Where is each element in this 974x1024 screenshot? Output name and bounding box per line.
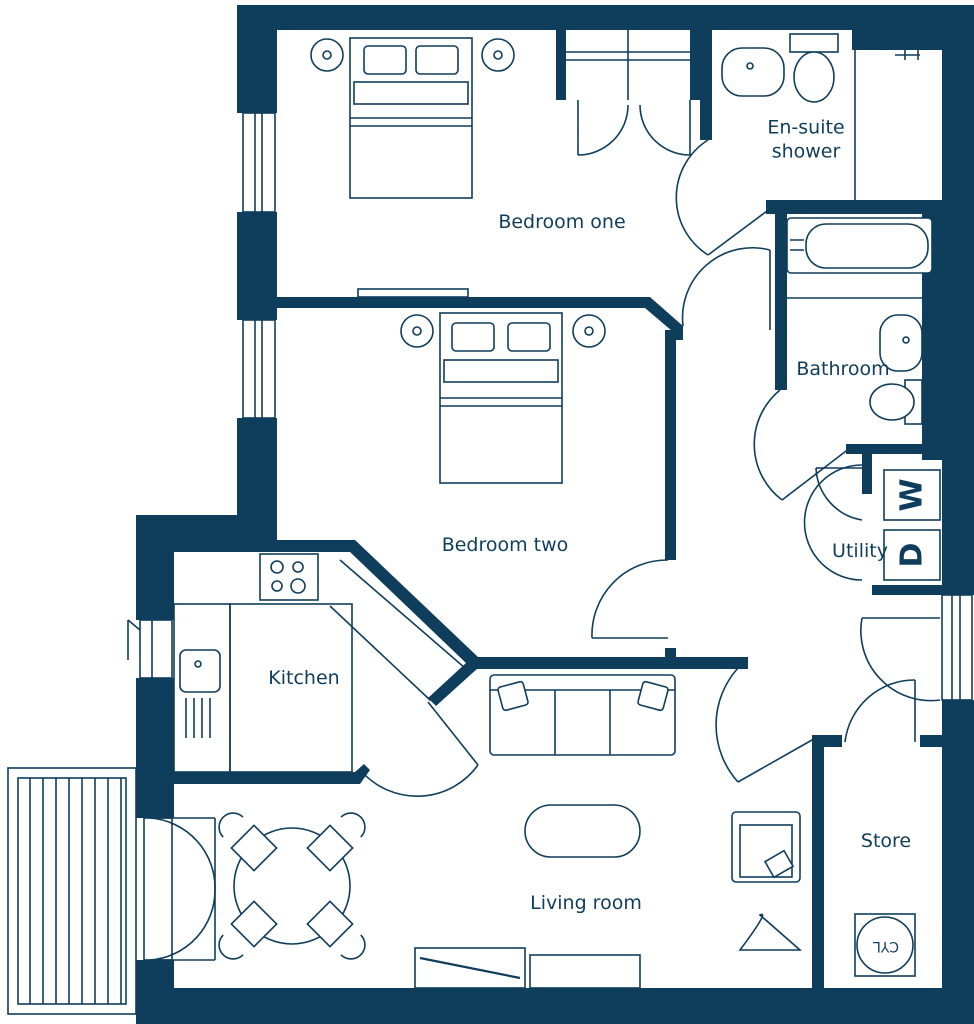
basin-icon bbox=[721, 47, 785, 97]
radiator-icon bbox=[357, 288, 469, 298]
room-label-utility: Utility bbox=[832, 540, 888, 563]
door-swing-icon bbox=[803, 464, 863, 581]
room-label-kitchen: Kitchen bbox=[268, 667, 340, 690]
coffee-table-icon bbox=[524, 804, 641, 858]
dryer-icon: D bbox=[894, 542, 930, 568]
room-label-bedroom-one: Bedroom one bbox=[498, 211, 626, 234]
door-swing-icon bbox=[753, 389, 851, 501]
room-label-bathroom: Bathroom bbox=[796, 358, 890, 381]
cylinder-label: CYL bbox=[873, 937, 899, 954]
cylinder-icon bbox=[854, 913, 916, 977]
bed-icon bbox=[349, 37, 473, 199]
room-label-ensuite-line1: En-suite bbox=[767, 116, 845, 139]
room-label-living-room: Living room bbox=[530, 892, 642, 915]
armchair-icon bbox=[731, 811, 801, 883]
washer-icon: W bbox=[894, 478, 930, 512]
tv-unit-icon bbox=[414, 947, 641, 989]
lamp-icon bbox=[310, 38, 515, 72]
chair-icon bbox=[230, 824, 278, 872]
chair-icon bbox=[230, 900, 278, 948]
bath-icon bbox=[786, 217, 933, 274]
room-label-bedroom-two: Bedroom two bbox=[441, 534, 569, 557]
room-label-ensuite: En-suite shower bbox=[767, 116, 844, 164]
windows bbox=[139, 112, 973, 961]
lamp-icon bbox=[400, 314, 606, 348]
pillow-icon bbox=[415, 45, 459, 75]
pillow-icon bbox=[763, 849, 795, 879]
door-swing-icon bbox=[361, 701, 479, 797]
room-label-store: Store bbox=[860, 830, 912, 853]
door-swing-icon bbox=[675, 139, 776, 330]
toilet-icon bbox=[789, 33, 839, 103]
pillow-icon bbox=[363, 45, 407, 75]
room-label-ensuite-line2: shower bbox=[771, 140, 841, 162]
sofa-icon bbox=[489, 674, 676, 756]
pillow-icon bbox=[451, 322, 495, 352]
wardrobe-icon bbox=[566, 30, 691, 156]
pillow-icon bbox=[637, 680, 669, 712]
door-swing-icon bbox=[844, 617, 941, 743]
toilet-icon bbox=[869, 379, 923, 425]
pillow-icon bbox=[497, 680, 529, 712]
walls bbox=[136, 5, 974, 1024]
door-swing-icon bbox=[149, 817, 216, 961]
pillow-icon bbox=[507, 322, 551, 352]
door-swing-icon bbox=[591, 559, 669, 639]
sink-icon bbox=[179, 649, 221, 738]
balcony-icon bbox=[7, 767, 137, 1015]
shower-icon bbox=[854, 50, 920, 200]
basin-icon bbox=[879, 314, 923, 372]
dining-table-icon bbox=[218, 812, 366, 960]
chair-icon bbox=[306, 824, 354, 872]
chair-icon bbox=[306, 900, 354, 948]
bed-icon bbox=[439, 312, 563, 484]
hob-icon bbox=[259, 553, 319, 601]
door-swing-icon bbox=[715, 667, 813, 951]
